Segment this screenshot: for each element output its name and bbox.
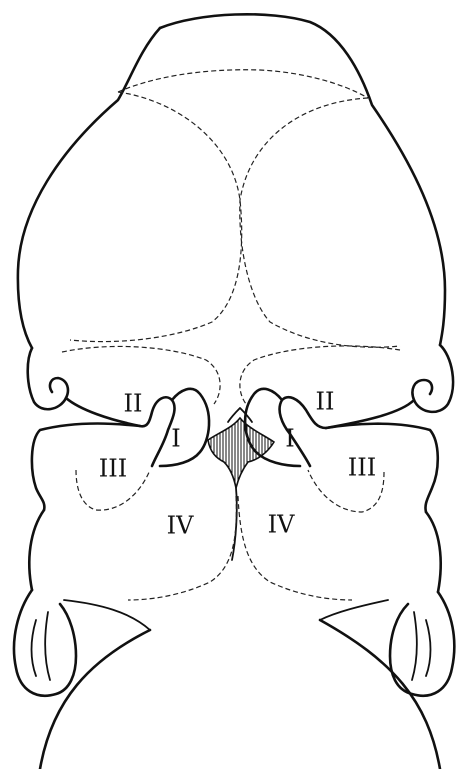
right-mandibular-arch	[326, 424, 438, 512]
label-right-I: I	[285, 425, 294, 453]
label-left-I: I	[171, 425, 180, 453]
left-arch-inner	[160, 389, 209, 466]
right-lower-lines	[412, 612, 431, 680]
label-right-II: II	[316, 388, 335, 416]
right-body-outline	[426, 512, 441, 592]
label-left-III: III	[99, 455, 127, 483]
right-IV-dashed	[238, 496, 352, 600]
hemisphere-top-dashed	[118, 70, 368, 98]
right-shoulder-outline	[320, 600, 388, 620]
left-hemisphere-dashed	[70, 92, 242, 342]
right-hemisphere-dashed	[240, 98, 400, 347]
left-eye-lobe	[28, 348, 68, 409]
label-left-IV: IV	[167, 512, 194, 540]
left-lower-lines	[32, 612, 51, 680]
left-body-outline	[29, 510, 44, 590]
stomodeum-hatched	[208, 418, 274, 488]
heart-bulge-outline	[40, 630, 150, 769]
label-right-III: III	[348, 454, 376, 482]
head-outline-left	[18, 28, 160, 348]
right-eye-lobe	[412, 345, 453, 412]
label-right-IV: IV	[268, 511, 295, 539]
left-shoulder-outline	[64, 600, 150, 630]
label-left-II: II	[124, 390, 143, 418]
head-outline	[160, 14, 445, 345]
